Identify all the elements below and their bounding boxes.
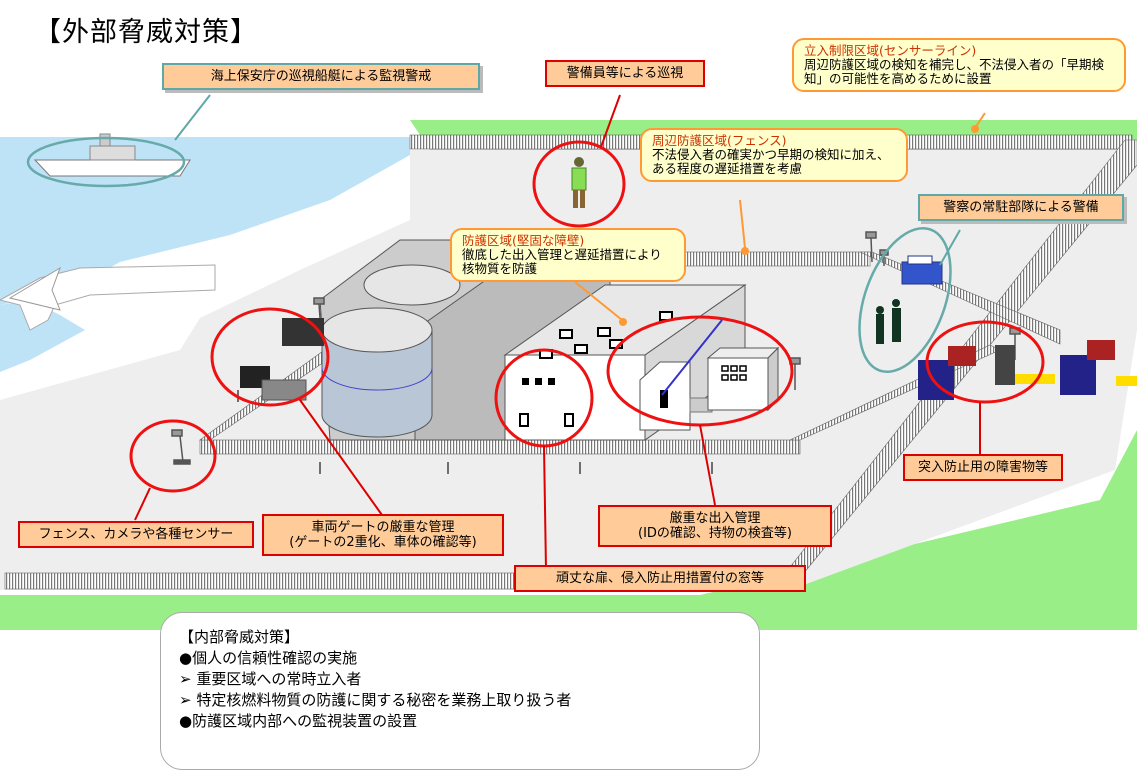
tank-1 [363,264,461,306]
restricted-area-body: 周辺防護区域の検知を補完し、不法侵入者の「早期検知」の可能性を高めるために設置 [804,57,1105,86]
protected-area-body: 徹底した出入管理と遅延措置により核物質を防護 [462,247,662,276]
highlight-fence-sensor [129,419,217,493]
callout-protected-area: 防護区域(堅固な障壁) 徹底した出入管理と遅延措置により核物質を防護 [450,228,686,282]
highlight-ram-barrier [925,320,1045,404]
internal-measures-box: 【内部脅威対策】 ●個人の信頼性確認の実施 ➢ 重要区域への常時立入者 ➢ 特定… [160,612,760,770]
protected-area-title: 防護区域(堅固な障壁) [462,233,585,248]
label-vehicle-gate: 車両ゲートの厳重な管理 (ゲートの2重化、車体の確認等) [262,514,504,556]
gatehouse-windows [721,365,747,381]
connector-dots [619,125,979,326]
tank-2-band [321,367,433,391]
front-windows [522,378,555,385]
security-guard [571,157,587,208]
label-access-control: 厳重な出入管理 (IDの確認、持物の検査等) [598,505,832,547]
main-building-front [504,354,646,441]
internal-measure-item: ●防護区域内部への監視装置の設置 [179,712,418,730]
internal-measure-item: ●個人の信頼性確認の実施 [179,649,358,667]
annex-door [660,390,668,408]
label-fence-sensors: フェンス、カメラや各種センサー [18,521,254,548]
highlight-guard [532,140,626,228]
page-title: 【外部脅威対策】 [34,17,258,48]
restricted-area-title: 立入制限区域(センサーライン) [804,43,977,58]
highlight-police [858,226,952,374]
internal-measures-title: 【内部脅威対策】 [179,628,300,646]
internal-measure-item: ➢ 重要区域への常時立入者 [179,670,362,688]
label-doors-windows: 頑丈な扉、侵入防止用措置付の窓等 [514,565,806,592]
gatehouse-roof [706,347,780,359]
internal-measure-item: ➢ 特定核燃料物質の防護に関する秘密を業務上取り扱う者 [179,691,572,709]
vehicle-gate-devices [240,318,324,401]
sea-area [0,137,410,305]
tank-2-top [321,307,433,353]
grass-area [0,120,1137,630]
police-officers [876,299,901,344]
label-coast-guard: 海上保安庁の巡視船艇による監視警戒 [162,63,480,90]
peripheral-area-title: 周辺防護区域(フェンス) [652,133,787,148]
label-ram-barrier: 突入防止用の障害物等 [903,454,1063,481]
ram-barriers [918,340,1137,400]
inner-fence-bottom [199,439,801,455]
highlight-ship [26,136,186,188]
doors [519,413,574,427]
pier-arrow-head [8,266,61,311]
blue-barrier-line [661,319,723,396]
patrol-ship [33,133,191,177]
label-guard-patrol: 警備員等による巡視 [545,60,705,87]
police-car [901,255,943,285]
gatehouse-front [707,357,769,411]
highlight-vehicle-gate [210,307,330,407]
tank-2-body [321,329,433,438]
callout-restricted-area: 立入制限区域(センサーライン) 周辺防護区域の検知を補完し、不法侵入者の「早期検… [792,38,1126,92]
sea-area-lower [0,300,85,372]
label-police: 警察の常駐部隊による警備 [918,194,1124,221]
callout-peripheral-area: 周辺防護区域(フェンス) 不法侵入者の確実かつ早期の検知に加え、ある程度の遅延措… [640,128,908,182]
peripheral-area-body: 不法侵入者の確実かつ早期の検知に加え、ある程度の遅延措置を考慮 [652,147,890,176]
